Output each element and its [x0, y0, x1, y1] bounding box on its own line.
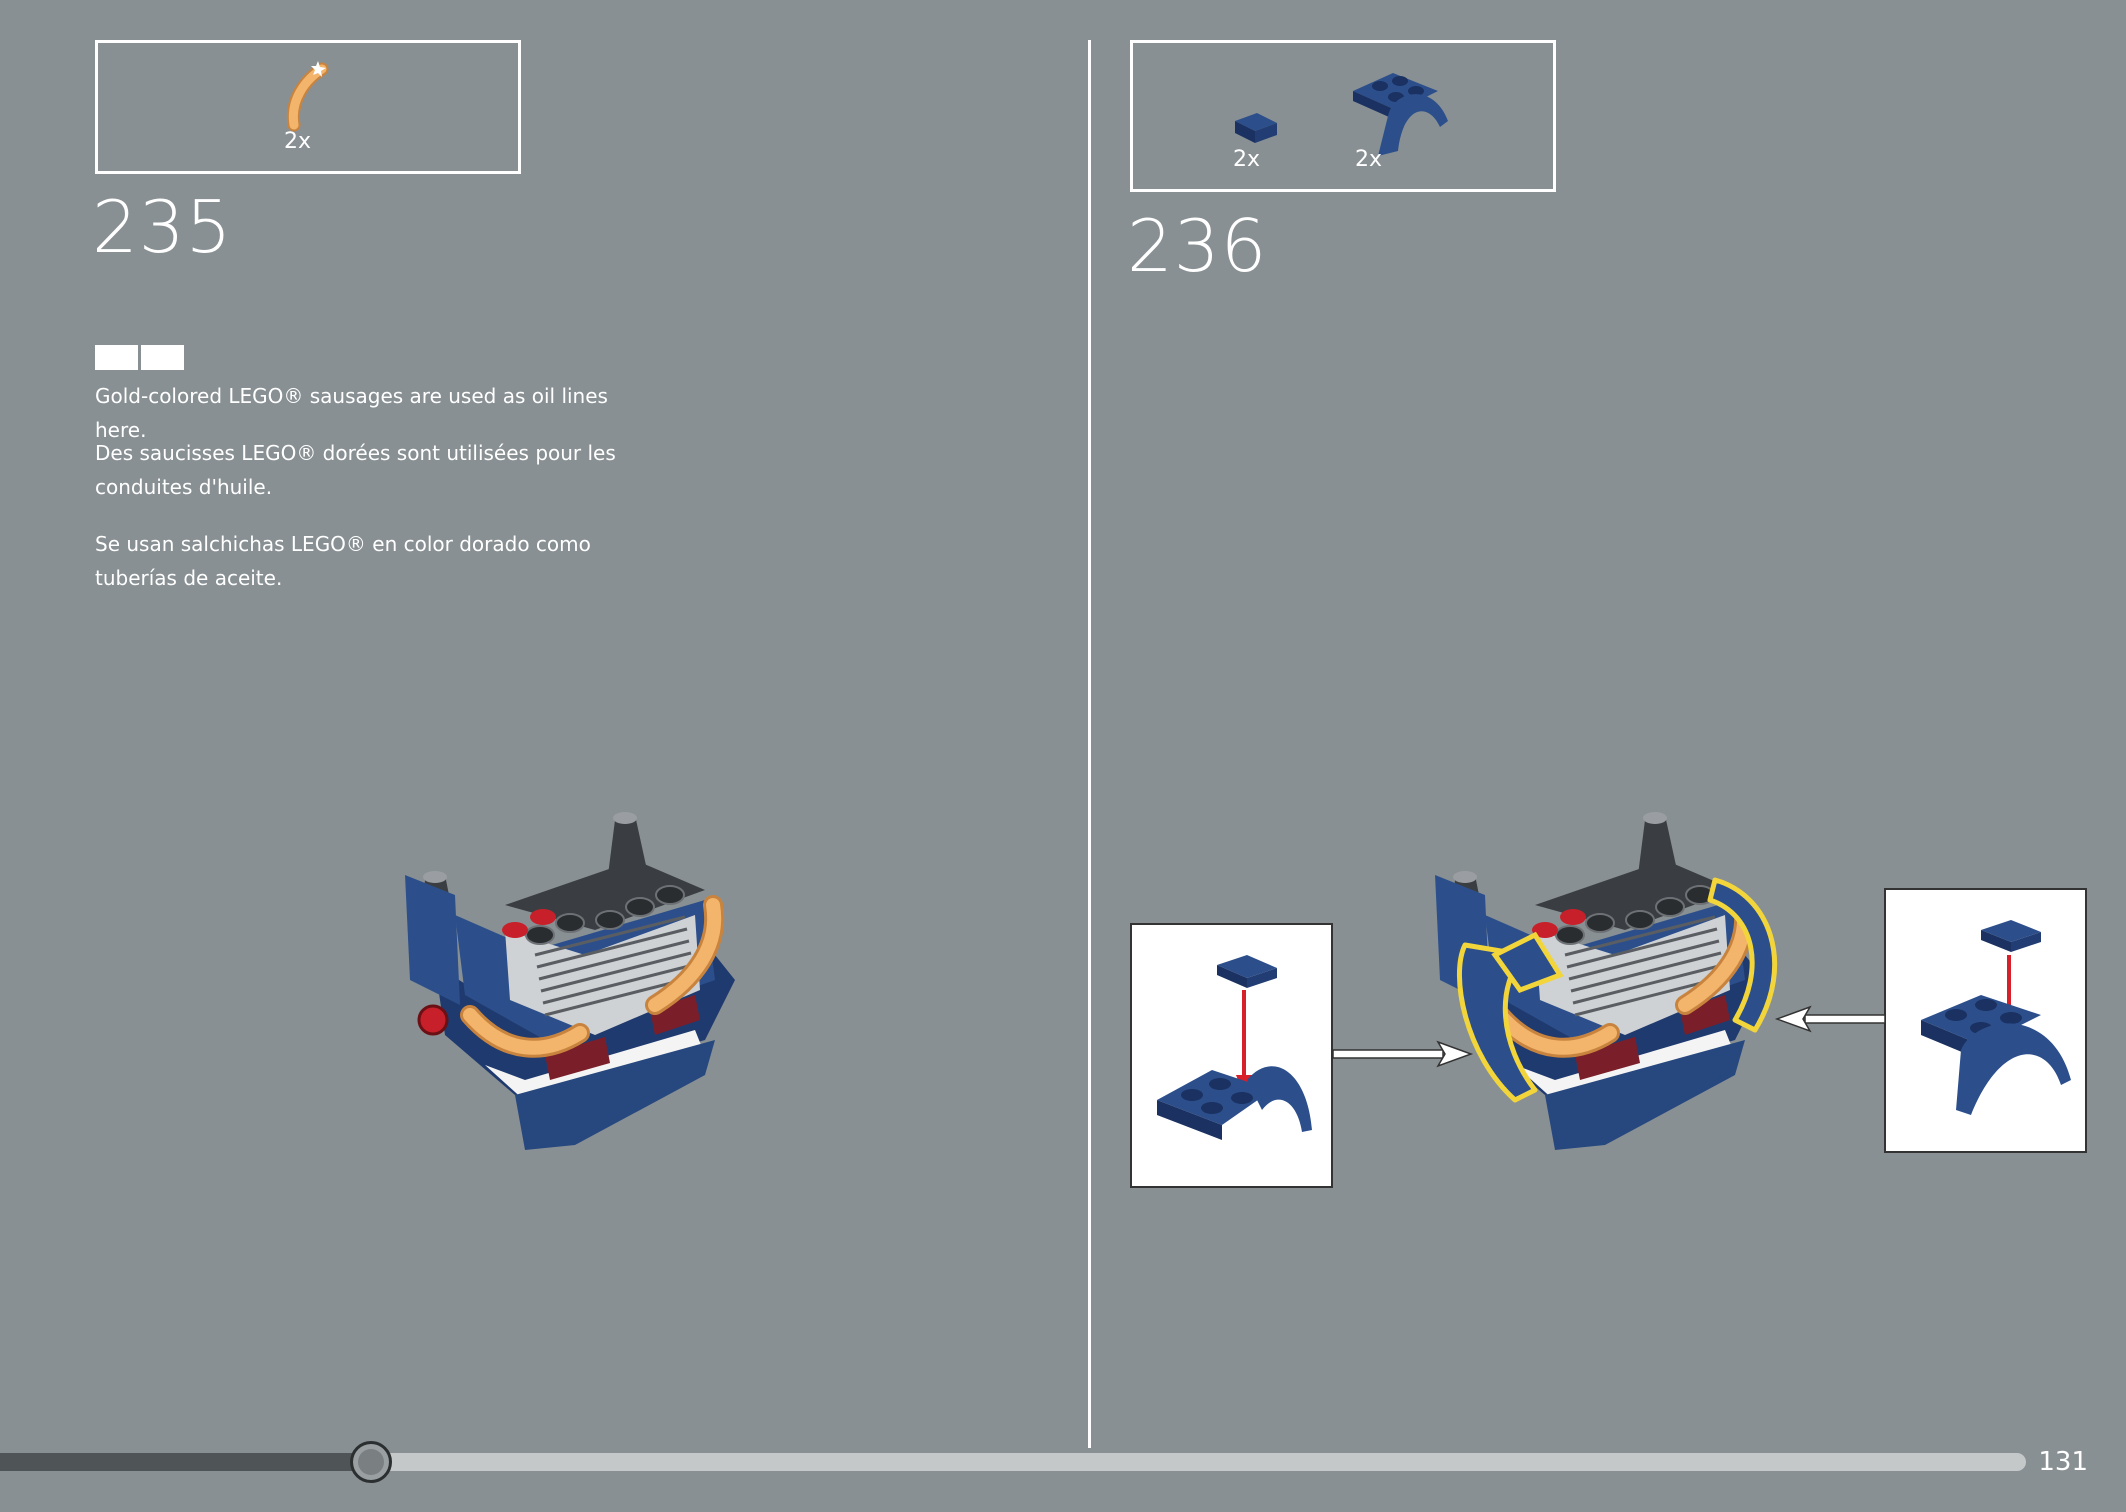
callout-right-subassembly — [1884, 888, 2087, 1153]
subassembly-left-illustration — [1157, 955, 1312, 1140]
note-french: Des saucisses LEGO® dorées sont utilisée… — [95, 441, 616, 499]
language-flag-icon — [141, 345, 184, 370]
page-scrubber-handle[interactable] — [350, 1441, 392, 1483]
note-english: Gold-colored LEGO® sausages are used as … — [95, 384, 608, 442]
dark-blue-curved-plate-icon — [1353, 73, 1448, 156]
page-divider — [1088, 40, 1091, 1448]
parts-box-step-236: 2x 2x — [1130, 40, 1556, 192]
engine-model-illustration-236 — [1435, 812, 1778, 1150]
engine-model-illustration-235 — [405, 812, 735, 1150]
part-qty-curved-plate: 2x — [1355, 147, 1383, 172]
part-qty-sausage: 2x — [284, 129, 312, 154]
gold-sausage-piece-icon — [286, 61, 329, 132]
language-flag-icon — [95, 345, 138, 370]
note-spanish: Se usan salchichas LEGO® en color dorado… — [95, 532, 591, 590]
arrow-right-icon — [1332, 1040, 1474, 1068]
page-scrubber-track[interactable] — [0, 1453, 2026, 1471]
part-qty-tile: 2x — [1233, 147, 1261, 172]
step-number-235: 235 — [92, 185, 233, 269]
dark-blue-tile-1x1-icon — [1235, 113, 1277, 143]
page-number: 131 — [2038, 1447, 2088, 1477]
step-number-236: 236 — [1127, 204, 1268, 288]
callout-left-subassembly — [1130, 923, 1333, 1188]
subassembly-right-illustration — [1921, 920, 2071, 1115]
page-scrubber-progress — [0, 1453, 371, 1471]
parts-box-step-235: 2x — [95, 40, 521, 174]
arrow-left-icon — [1774, 1005, 1886, 1033]
